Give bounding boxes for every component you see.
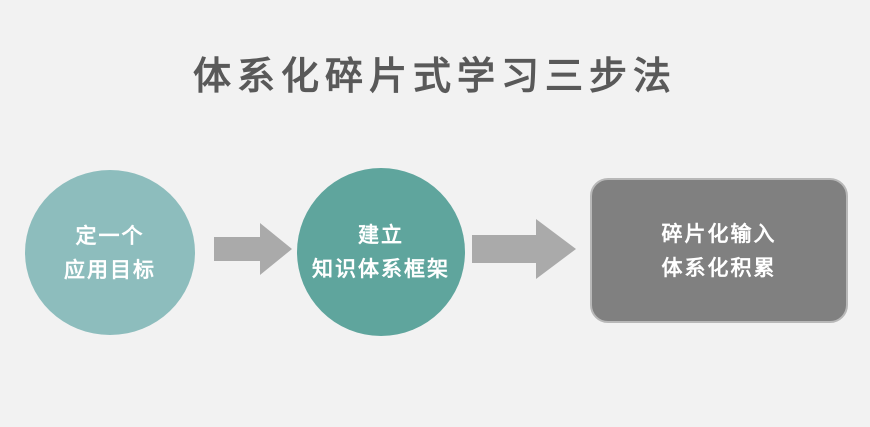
step-3-line-1: 碎片化输入 <box>661 221 777 246</box>
step-2-line-1: 建立 <box>358 223 404 247</box>
step-3-box: 碎片化输入 体系化积累 <box>590 178 848 323</box>
arrow-right-icon <box>472 219 576 279</box>
step-2-line-2: 知识体系框架 <box>312 257 450 281</box>
diagram-title: 体系化碎片式学习三步法 <box>192 54 677 98</box>
step-3-line-2: 体系化积累 <box>661 255 777 280</box>
step-1-circle: 定一个 应用目标 <box>25 170 195 335</box>
step-2-circle: 建立 知识体系框架 <box>297 168 465 336</box>
step-1-line-2: 应用目标 <box>64 257 156 282</box>
arrow-right-icon <box>214 223 292 275</box>
step-1-line-1: 定一个 <box>75 223 145 248</box>
